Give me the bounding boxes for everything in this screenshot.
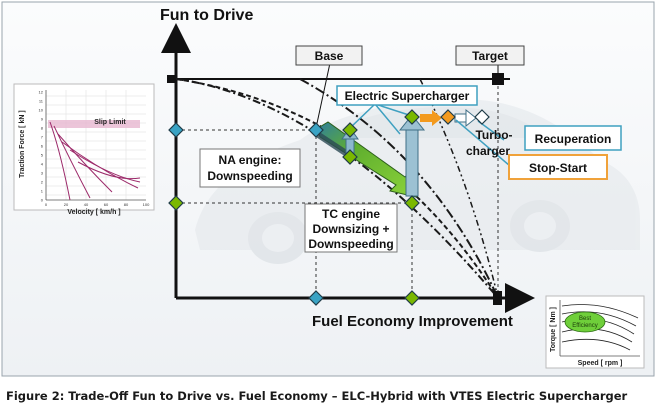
svg-text:NA engine:: NA engine:: [219, 153, 282, 167]
stop-start-label: Stop-Start: [508, 154, 608, 180]
figure-caption: Figure 2: Trade-Off Fun to Drive vs. Fue…: [6, 389, 628, 403]
inset-x-tick-label: 0: [45, 202, 48, 207]
svg-text:Downsizing +: Downsizing +: [312, 222, 389, 236]
inset-y-tick-label: 12: [39, 90, 44, 95]
electric-supercharger-label: Electric Supercharger: [336, 85, 478, 106]
svg-text:Electric Supercharger: Electric Supercharger: [345, 89, 470, 103]
diamond-na-upper: [342, 122, 358, 138]
svg-text:Turbo-: Turbo-: [475, 128, 512, 142]
diamond-turbo-a: [440, 109, 456, 125]
inset-y-tick-label: 9: [41, 117, 44, 122]
svg-text:Velocity [ km/h ]: Velocity [ km/h ]: [67, 209, 120, 216]
inset-torque-map: Best Efficiency Torque [ Nm ] Speed [ rp…: [545, 295, 645, 369]
inset-x-tick-label: 80: [124, 202, 129, 207]
diamond-turbo-b: [474, 109, 490, 125]
svg-text:Recuperation: Recuperation: [535, 132, 612, 146]
diamond-xaxis-tc: [404, 290, 420, 306]
diamond-xaxis-base: [308, 290, 324, 306]
target-label: Target: [455, 45, 525, 66]
x-axis-title: Fuel Economy Improvement: [312, 313, 513, 330]
inset-y-tick-label: 0: [41, 198, 44, 203]
svg-text:Slip Limit: Slip Limit: [94, 119, 126, 126]
na-arrow: [316, 131, 350, 157]
inset-y-tick-label: 3: [41, 171, 44, 176]
svg-text:charger: charger: [466, 144, 510, 158]
inset-y-tick-label: 10: [39, 108, 44, 113]
inset-y-tick-label: 7: [41, 135, 44, 140]
inset-y-tick-label: 11: [39, 99, 44, 104]
target-marker: [492, 73, 504, 85]
inset-y-tick-label: 4: [41, 162, 44, 167]
inset-traction-force-chart: Slip Limit Traction Force [ kN ] Velocit…: [13, 83, 155, 216]
svg-text:Downspeeding: Downspeeding: [308, 237, 393, 251]
base-link-line: [315, 62, 331, 129]
inset-x-tick-label: 60: [104, 202, 109, 207]
turbo-arrows: [420, 108, 477, 128]
inset-x-tick-label: 20: [64, 202, 69, 207]
svg-text:Traction Force [ kN ]: Traction Force [ kN ]: [19, 110, 26, 178]
svg-text:Stop-Start: Stop-Start: [529, 161, 587, 175]
na-engine-label: NA engine: Downspeeding: [199, 148, 301, 188]
inset-y-tick-label: 2: [41, 180, 44, 185]
diamond-tc-upper: [404, 109, 420, 125]
tc-engine-label: TC engine Downsizing + Downspeeding: [304, 203, 398, 253]
diamond-na-lower: [342, 149, 358, 165]
diamond-base: [308, 122, 324, 138]
inset-y-tick-label: 1: [41, 189, 44, 194]
svg-text:Target: Target: [472, 49, 508, 63]
diamond-tc: [404, 195, 420, 211]
base-label: Base: [295, 45, 363, 66]
inset-y-tick-label: 5: [41, 153, 44, 158]
svg-text:Base: Base: [315, 49, 344, 63]
svg-text:Torque [ Nm ]: Torque [ Nm ]: [550, 307, 557, 352]
base-marker: [167, 75, 176, 83]
operating-points: [168, 109, 490, 306]
diamond-yaxis-base: [168, 122, 184, 138]
svg-text:TC engine: TC engine: [322, 207, 380, 221]
diamond-yaxis-tc: [168, 195, 184, 211]
inset-y-tick-label: 8: [41, 126, 44, 131]
inset-y-tick-label: 6: [41, 144, 44, 149]
svg-text:Efficiency: Efficiency: [572, 323, 598, 329]
inset-x-tick-label: 40: [84, 202, 89, 207]
xaxis-end-marker: [493, 291, 502, 305]
y-axis-title: Fun to Drive: [160, 7, 253, 24]
recuperation-label: Recuperation: [524, 125, 622, 151]
turbocharger-label: Turbo- charger: [466, 128, 513, 158]
svg-text:Downspeeding: Downspeeding: [207, 169, 292, 183]
svg-text:Best: Best: [579, 316, 591, 322]
svg-text:Speed [ rpm ]: Speed [ rpm ]: [578, 360, 623, 367]
inset-x-tick-label: 100: [143, 202, 150, 207]
